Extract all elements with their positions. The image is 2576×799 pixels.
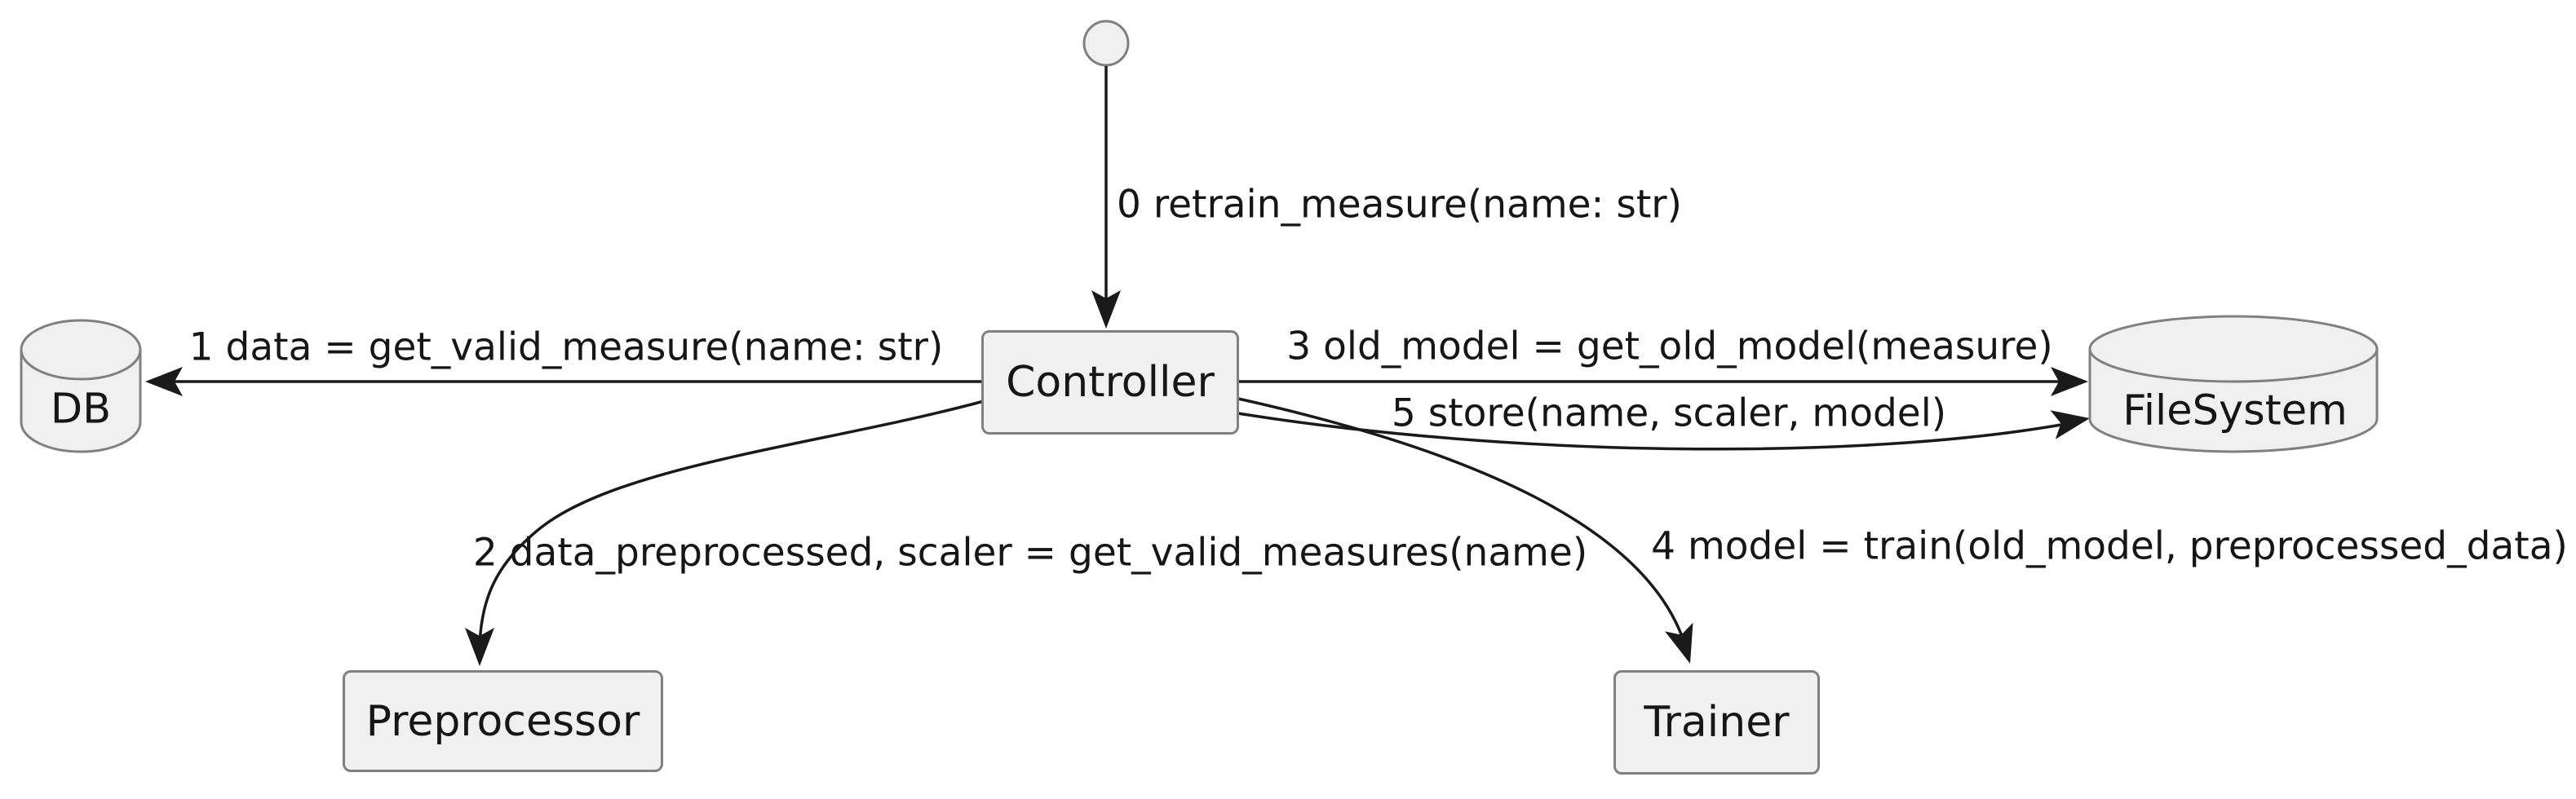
start-node-icon <box>1082 20 1130 67</box>
node-filesystem-label: FileSystem <box>2122 386 2348 435</box>
message-2-curve <box>478 400 985 647</box>
arrowhead-down-icon <box>465 628 494 666</box>
node-preprocessor-label: Preprocessor <box>365 696 640 746</box>
node-trainer-label: Trainer <box>1644 698 1790 747</box>
db-cylinder-icon <box>20 319 142 453</box>
message-0-label: 0 retrain_measure(name: str) <box>1117 182 1682 227</box>
message-3-arrow <box>1238 367 2088 396</box>
message-1-label: 1 data = get_valid_measure(name: str) <box>188 324 944 370</box>
node-preprocessor: Preprocessor <box>343 670 663 772</box>
message-3-label: 3 old_model = get_old_model(measure) <box>1286 324 2053 369</box>
message-0-arrow <box>1091 66 1121 329</box>
message-4-label: 4 model = train(old_model, preprocessed_… <box>1651 523 2568 569</box>
message-2-label: 2 data_preprocessed, scaler = get_valid_… <box>472 530 1588 576</box>
arrowhead-down-icon <box>1091 290 1121 329</box>
message-4-curve <box>1237 397 1687 647</box>
filesystem-cylinder-top <box>2088 315 2379 383</box>
message-5-label: 5 store(name, scaler, model) <box>1391 391 1947 436</box>
arrowhead-down-icon <box>1665 622 1693 664</box>
node-trainer: Trainer <box>1613 670 1820 775</box>
node-controller-label: Controller <box>1006 358 1215 407</box>
message-2-arrow <box>465 400 985 666</box>
node-db-label: DB <box>50 385 112 434</box>
arrowhead-left-icon <box>145 367 183 396</box>
filesystem-cylinder-icon <box>2088 315 2379 453</box>
node-controller: Controller <box>981 330 1239 435</box>
message-1-arrow <box>145 367 981 396</box>
arrowhead-right-icon <box>2050 410 2090 439</box>
arrowhead-right-icon <box>2051 367 2088 396</box>
message-4-arrow <box>1237 397 1693 664</box>
db-cylinder-top <box>20 319 142 381</box>
